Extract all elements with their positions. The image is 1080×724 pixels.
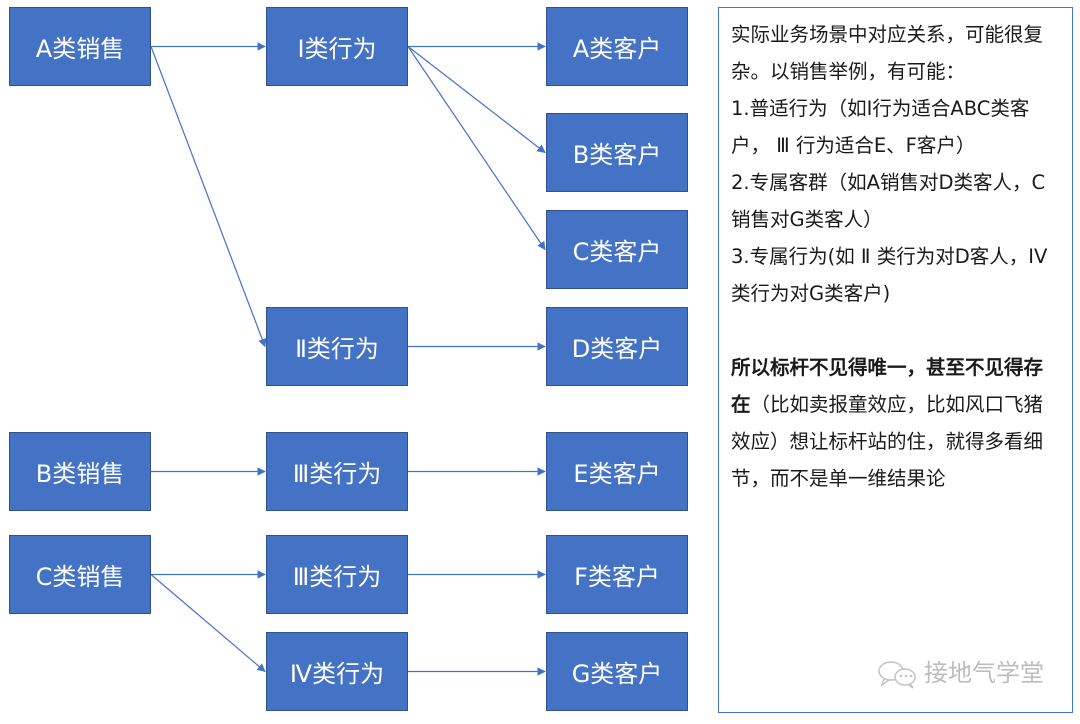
node-sales-b: B类销售: [9, 432, 151, 511]
node-label: F类客户: [574, 563, 660, 591]
watermark-text: 接地气学堂: [924, 659, 1044, 687]
node-label: E类客户: [573, 460, 661, 488]
wechat-icon: [878, 660, 916, 689]
node-sales-a: A类销售: [9, 7, 151, 86]
node-label: B类客户: [572, 141, 662, 169]
note-item-2: 2.专属客群（如A销售对D类客人，C销售对G类客人）: [731, 171, 1046, 231]
note-conclusion: 所以标杆不见得唯一，甚至不见得存在（比如卖报童效应，比如风口飞猪效应）想让标杆站…: [731, 349, 1062, 497]
watermark: 接地气学堂: [876, 655, 1044, 692]
node-customer-c: C类客户: [546, 210, 688, 289]
node-customer-b: B类客户: [546, 113, 688, 192]
node-behavior-2: Ⅱ类行为: [266, 307, 408, 386]
node-label: G类客户: [571, 660, 663, 688]
node-sales-c: C类销售: [9, 535, 151, 614]
node-label: D类客户: [571, 335, 663, 363]
node-label: B类销售: [35, 460, 125, 488]
node-label: C类销售: [35, 563, 125, 591]
note-intro: 实际业务场景中对应关系，可能很复杂。以销售举例，有可能：: [731, 23, 1044, 83]
note-spacer: [731, 312, 1062, 349]
explanation-note: 实际业务场景中对应关系，可能很复杂。以销售举例，有可能： 1.普适行为（如I行为…: [718, 7, 1073, 713]
node-behavior-3-c: Ⅲ类行为: [266, 535, 408, 614]
node-label: Ⅰ类行为: [297, 35, 377, 63]
edge-b1-to-cb: [407, 46, 546, 154]
node-label: Ⅲ类行为: [292, 563, 382, 591]
node-label: Ⅳ类行为: [289, 660, 385, 688]
edge-b1-to-cc: [407, 46, 546, 251]
note-conclusion-bold: 所以标杆不见得唯一，甚至不见得存在: [731, 356, 1044, 416]
node-label: Ⅲ类行为: [292, 460, 382, 488]
node-customer-d: D类客户: [546, 307, 688, 386]
node-label: C类客户: [572, 238, 662, 266]
node-customer-g: G类客户: [546, 632, 688, 711]
note-conclusion-rest: （比如卖报童效应，比如风口飞猪效应）想让标杆站的住，就得多看细节，而不是单一维结…: [731, 393, 1044, 490]
note-item-1: 1.普适行为（如I行为适合ABC类客户， Ⅲ 行为适合E、F客户）: [731, 97, 1030, 157]
node-behavior-4: Ⅳ类行为: [266, 632, 408, 711]
node-customer-a: A类客户: [546, 7, 688, 86]
node-behavior-1: Ⅰ类行为: [266, 7, 408, 86]
node-customer-e: E类客户: [546, 432, 688, 511]
note-item-3: 3.专属行为(如 Ⅱ 类行为对D客人，IV类行为对G类客户): [731, 245, 1048, 305]
node-label: Ⅱ类行为: [295, 335, 379, 363]
node-label: A类销售: [35, 35, 125, 63]
edge-sa-to-b2: [150, 46, 267, 348]
node-behavior-3-b: Ⅲ类行为: [266, 432, 408, 511]
edge-sc-to-b4: [150, 574, 266, 673]
node-customer-f: F类客户: [546, 535, 688, 614]
node-label: A类客户: [572, 35, 662, 63]
